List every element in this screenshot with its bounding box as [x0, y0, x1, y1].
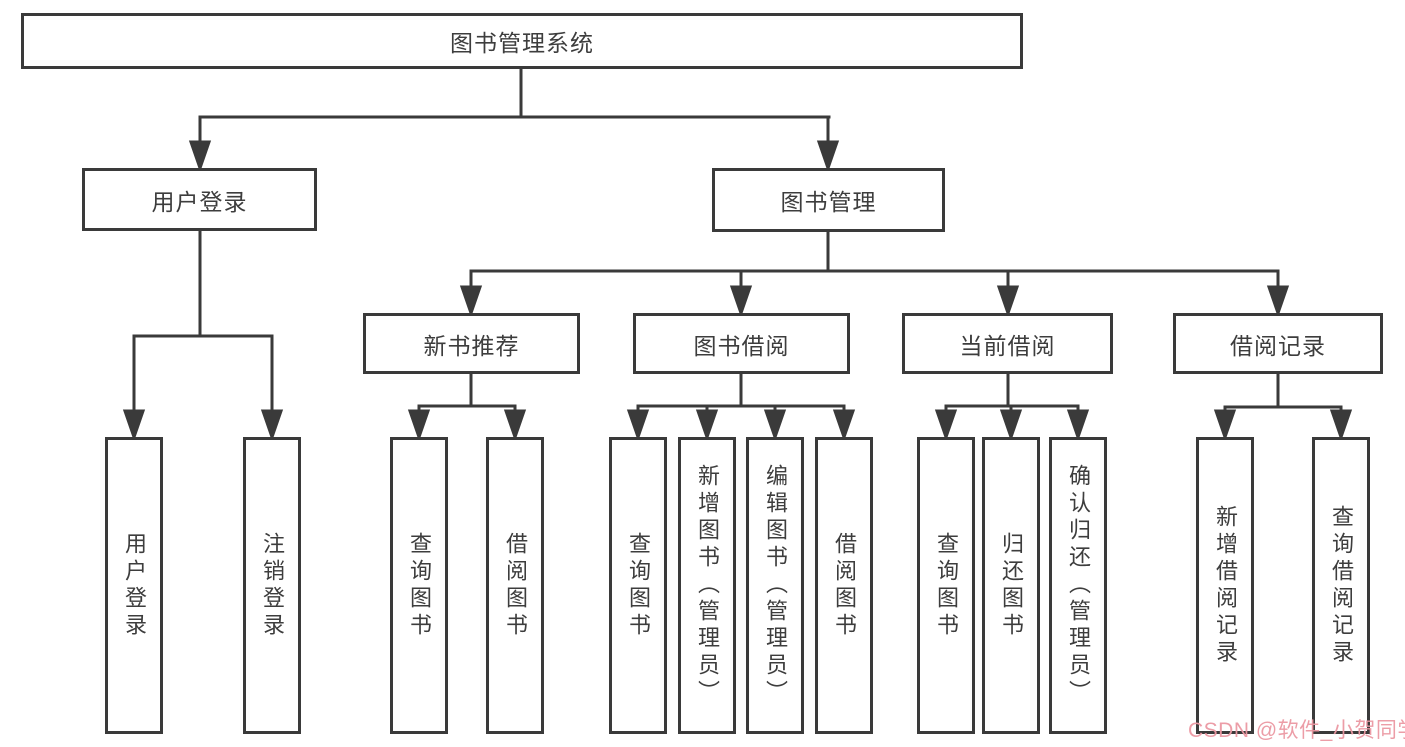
node-borrow-records: 借阅记录	[1173, 313, 1383, 374]
leaf-return-books-label: 归还图书	[999, 531, 1024, 640]
node-new-book-recommend: 新书推荐	[363, 313, 580, 374]
node-book-management: 图书管理	[712, 168, 945, 232]
node-book-borrow: 图书借阅	[633, 313, 850, 374]
leaf-user-login: 用户登录	[105, 437, 163, 734]
leaf-logout: 注销登录	[243, 437, 301, 734]
node-borrow-records-label: 借阅记录	[1230, 332, 1326, 359]
leaf-confirm-return-admin: 确认归还（管理员）	[1049, 437, 1107, 734]
leaf-edit-books-admin-label: 编辑图书（管理员）	[763, 464, 788, 707]
leaf-confirm-return-admin-label: 确认归还（管理员）	[1066, 464, 1091, 707]
leaf-query-books-current-label: 查询图书	[934, 531, 959, 640]
leaf-edit-books-admin: 编辑图书（管理员）	[746, 437, 804, 734]
leaf-user-login-label: 用户登录	[122, 531, 147, 640]
node-user-login-label: 用户登录	[151, 188, 248, 215]
leaf-query-borrow-record-label: 查询借阅记录	[1329, 504, 1354, 667]
leaf-add-books-admin-label: 新增图书（管理员）	[695, 464, 720, 707]
node-root: 图书管理系统	[21, 13, 1023, 69]
node-new-book-recommend-label: 新书推荐	[423, 332, 520, 359]
leaf-add-borrow-record: 新增借阅记录	[1196, 437, 1254, 734]
csdn-watermark: CSDN @软件_小贺同学	[1188, 719, 1405, 742]
leaf-query-books-recommend-label: 查询图书	[407, 531, 432, 640]
leaf-add-borrow-record-label: 新增借阅记录	[1213, 504, 1238, 667]
leaf-query-borrow-record: 查询借阅记录	[1312, 437, 1370, 734]
leaf-query-books-recommend: 查询图书	[390, 437, 448, 734]
leaf-borrow-books-recommend: 借阅图书	[486, 437, 544, 734]
leaf-add-books-admin: 新增图书（管理员）	[678, 437, 736, 734]
node-book-management-label: 图书管理	[780, 189, 877, 215]
leaf-borrow-books-recommend-label: 借阅图书	[503, 531, 528, 640]
leaf-query-books-borrow-label: 查询图书	[626, 531, 651, 640]
leaf-query-books-borrow: 查询图书	[609, 437, 667, 734]
node-user-login: 用户登录	[82, 168, 317, 231]
node-root-label: 图书管理系统	[450, 30, 594, 56]
leaf-return-books: 归还图书	[982, 437, 1040, 734]
leaf-borrow-books-label: 借阅图书	[832, 531, 857, 640]
leaf-logout-label: 注销登录	[260, 531, 285, 640]
leaf-query-books-current: 查询图书	[917, 437, 975, 734]
node-current-borrow-label: 当前借阅	[959, 332, 1056, 359]
node-book-borrow-label: 图书借阅	[693, 332, 790, 359]
node-current-borrow: 当前借阅	[902, 313, 1113, 374]
leaf-borrow-books: 借阅图书	[815, 437, 873, 734]
